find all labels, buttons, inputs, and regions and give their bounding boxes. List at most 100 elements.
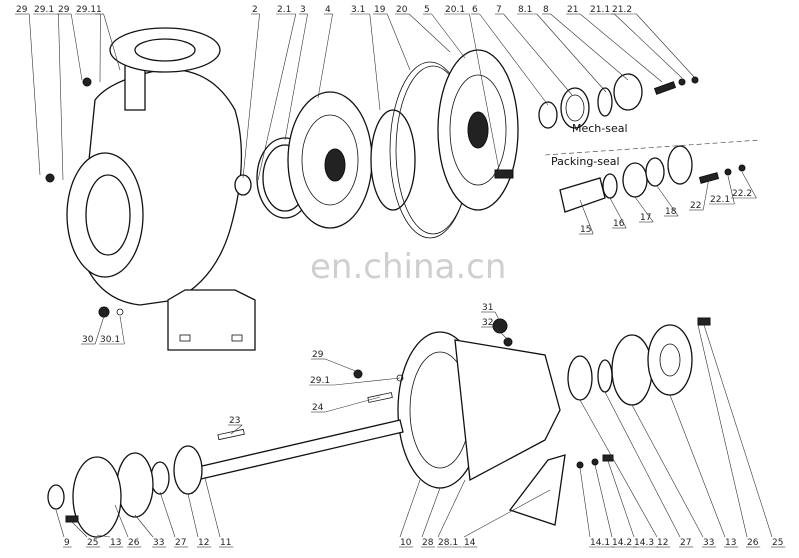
part-number-label: 26 xyxy=(128,538,140,548)
callout-leader-line xyxy=(463,489,551,538)
callout-leader-line xyxy=(70,13,83,81)
callout-leader-line xyxy=(399,479,421,538)
bearing-housing xyxy=(397,318,566,526)
callout-leader-line xyxy=(284,13,308,141)
callout-leader-line xyxy=(431,13,466,59)
part-number-label: 7 xyxy=(496,5,502,15)
part-number-label: 9 xyxy=(64,538,70,548)
part-number-label: 29.1 xyxy=(310,376,330,386)
part-number-label: 8 xyxy=(543,5,549,15)
part-number-label: 13 xyxy=(725,538,736,548)
callout-leader-line xyxy=(594,464,613,538)
part-number-label: 27 xyxy=(175,538,186,548)
part-number-label: 3.1 xyxy=(351,5,365,15)
part-number-label: 22.2 xyxy=(732,189,752,199)
part-number-label: 33 xyxy=(153,538,164,548)
callout-leader-line xyxy=(536,13,607,93)
callout-leader-line xyxy=(579,199,594,235)
packing-seal xyxy=(544,139,761,213)
callout-leader-line xyxy=(494,326,509,341)
part-number-label: 20 xyxy=(396,5,408,15)
callout-leader-line xyxy=(656,185,679,217)
part-number-label: 30.1 xyxy=(100,335,120,345)
callout-leader-line xyxy=(96,534,111,538)
casing-cover xyxy=(437,49,519,211)
part-number-label: 33 xyxy=(703,538,714,548)
part-number-label: 3 xyxy=(300,5,306,15)
part-number-label: 18 xyxy=(665,207,677,217)
callout-leader-line xyxy=(579,399,658,538)
part-number-label: 4 xyxy=(325,5,331,15)
callout-leader-line xyxy=(609,197,627,229)
part-number-label: 2.1 xyxy=(277,5,291,15)
part-number-label: 11 xyxy=(220,538,231,548)
callout-leader-line xyxy=(580,13,663,83)
part-number-label: 12 xyxy=(198,538,209,548)
callout-leader-line xyxy=(242,13,260,179)
callout-leader-line xyxy=(479,13,549,106)
callout-leader-line xyxy=(334,377,401,386)
callout-leader-line xyxy=(28,13,41,176)
shaft-assembly xyxy=(45,77,711,538)
part-number-label: 19 xyxy=(374,5,386,15)
callout-leader-line xyxy=(159,491,176,538)
callout-leader-line xyxy=(437,479,466,538)
callout-leader-line xyxy=(614,13,683,79)
callout-leader-line xyxy=(134,514,154,538)
part-number-label: 14 xyxy=(464,538,476,548)
callout-leader-line xyxy=(119,315,125,345)
mech-seal-caption: Mech-seal xyxy=(572,122,628,135)
callout-leader-line xyxy=(697,324,748,538)
callout-leader-line xyxy=(469,13,501,176)
part-number-label: 31 xyxy=(482,303,493,313)
callout-leader-line xyxy=(634,196,654,223)
callout-leader-line xyxy=(386,13,411,71)
callout-leader-line xyxy=(369,13,381,111)
part-number-label: 32 xyxy=(482,318,493,328)
part-number-label: 2 xyxy=(252,5,258,15)
part-number-label: 14.3 xyxy=(634,538,654,548)
part-number-label: 21.1 xyxy=(590,5,610,15)
part-number-label: 12 xyxy=(657,538,668,548)
callout-leader-line xyxy=(103,13,121,71)
part-number-label: 21 xyxy=(567,5,578,15)
part-number-label: 30 xyxy=(82,335,94,345)
part-number-label: 29 xyxy=(16,5,28,15)
callout-leader-line xyxy=(325,358,359,373)
callout-leader-line xyxy=(494,311,501,323)
callout-leader-line xyxy=(702,177,710,211)
part-number-label: 22.1 xyxy=(710,195,730,205)
part-number-label: 29.1 xyxy=(34,5,54,15)
watermark: en.china.cn xyxy=(310,247,506,287)
part-number-label: 28.1 xyxy=(438,538,458,548)
pump-casing xyxy=(66,27,256,351)
callout-leader-line xyxy=(741,171,757,199)
part-number-label: 29 xyxy=(58,5,70,15)
callout-leader-line xyxy=(669,394,726,538)
part-number-label: 16 xyxy=(613,219,625,229)
callout-leader-line xyxy=(187,493,199,538)
part-number-label: 6 xyxy=(472,5,478,15)
callout-leader-line xyxy=(317,13,333,99)
part-number-label: 24 xyxy=(312,403,324,413)
part-number-label: 10 xyxy=(400,538,412,548)
callout-leader-line xyxy=(114,504,129,538)
callout-leader-line xyxy=(550,13,629,81)
packing-seal-caption: Packing-seal xyxy=(551,155,620,168)
part-number-label: 27 xyxy=(680,538,691,548)
mechanical-seal xyxy=(538,73,699,129)
part-number-label: 15 xyxy=(580,225,591,235)
part-number-label: 14.1 xyxy=(590,538,610,548)
part-number-label: 29.1 xyxy=(76,5,96,15)
callout-leader-line xyxy=(421,487,441,538)
part-number-label: 28 xyxy=(422,538,434,548)
callout-leader-line xyxy=(604,391,681,538)
part-number-label: 25 xyxy=(87,538,98,548)
part-number-label: 23 xyxy=(229,416,240,426)
part-number-label: 26 xyxy=(747,538,759,548)
part-number-label: 25 xyxy=(772,538,783,548)
part-number-label: 20.1 xyxy=(445,5,465,15)
part-number-label: 1 xyxy=(96,5,102,15)
